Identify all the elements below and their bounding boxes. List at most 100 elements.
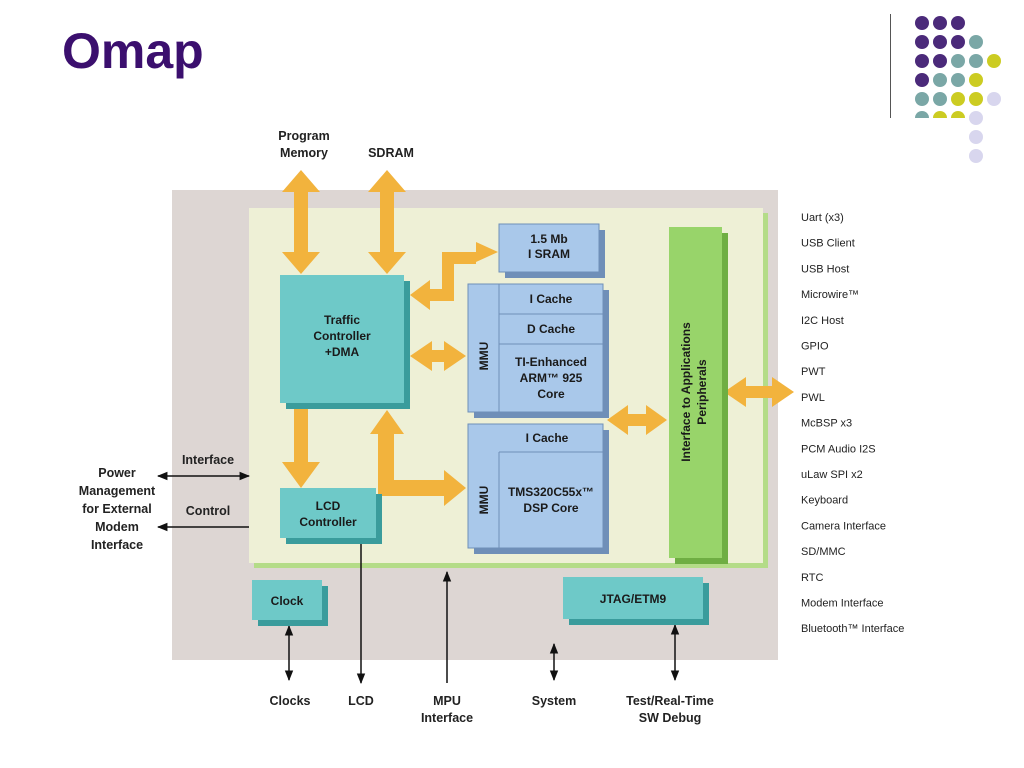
dsp-block: [467, 423, 604, 549]
dot: [969, 92, 983, 106]
dsp-core-label-2: DSP Core: [523, 501, 578, 515]
dot: [987, 54, 1001, 68]
mpu-mmu-label: MMU: [477, 342, 491, 371]
peripheral-interface-label-2: Peripherals: [695, 359, 709, 425]
dsp-mmu-label: MMU: [477, 486, 491, 515]
lcd-label-1: LCD: [316, 499, 341, 513]
peripheral-item: RTC: [801, 572, 823, 584]
peripheral-item: GPIO: [801, 341, 829, 353]
dot: [933, 16, 947, 30]
power-label-1: Power: [98, 466, 136, 480]
peripheral-item: Microwire™: [801, 289, 859, 301]
sram-arrow: [410, 242, 498, 310]
traffic-to-lcd-arrow: [282, 405, 320, 488]
arm-core-label-2: ARM™ 925: [520, 371, 583, 385]
arm-core-label-3: Core: [537, 387, 565, 401]
dot: [933, 35, 947, 49]
peripheral-item: McBSP x3: [801, 418, 852, 430]
dot: [915, 16, 929, 30]
clock-label: Clock: [271, 594, 304, 608]
peripheral-item: Uart (x3): [801, 212, 844, 224]
mpu-dcache-label: D Cache: [527, 322, 575, 336]
dot: [951, 16, 965, 30]
peripheral-interface-label-1: Interface to Applications: [679, 322, 693, 462]
dot: [933, 92, 947, 106]
program-memory-label-2: Memory: [280, 146, 328, 160]
system-label: System: [532, 694, 576, 708]
mpu-icache-label: I Cache: [530, 292, 573, 306]
sram-label-1: 1.5 Mb: [530, 232, 567, 246]
peripheral-item: uLaw SPI x2: [801, 469, 863, 481]
peripheral-item: PCM Audio I2S: [801, 443, 876, 455]
dsp-core-label-1: TMS320C55x™: [508, 485, 594, 499]
arm-core-label-1: TI-Enhanced: [515, 355, 587, 369]
dot: [951, 35, 965, 49]
peripheral-item: USB Host: [801, 263, 849, 275]
jtag-block: [563, 577, 703, 619]
peripheral-item: USB Client: [801, 238, 855, 250]
dot: [951, 54, 965, 68]
dot: [969, 111, 983, 125]
peripheral-item: PWT: [801, 366, 826, 378]
core-peripheral-arrow: [607, 405, 667, 435]
peripheral-item: Bluetooth™ Interface: [801, 623, 904, 635]
peripheral-item: Keyboard: [801, 495, 848, 507]
power-label-3: for External: [82, 502, 151, 516]
peripheral-interface-block: [669, 227, 722, 558]
sdram-label: SDRAM: [368, 146, 414, 160]
mpu-label-2: Interface: [421, 711, 473, 725]
program-memory-label-1: Program: [278, 129, 329, 143]
mpu-block: [467, 283, 604, 413]
sdram-arrow: [368, 170, 406, 274]
dot-grid-mask: [905, 118, 965, 126]
mpu-label-1: MPU: [433, 694, 461, 708]
debug-label-1: Test/Real-Time: [626, 694, 714, 708]
power-label-2: Management: [79, 484, 156, 498]
traffic-mpu-arrow: [410, 341, 466, 371]
lcd-out-label: LCD: [348, 694, 374, 708]
dot: [969, 35, 983, 49]
dsp-icache-label: I Cache: [526, 431, 569, 445]
dot: [933, 73, 947, 87]
jtag-label: JTAG/ETM9: [600, 592, 667, 606]
dot: [987, 92, 1001, 106]
dot: [951, 73, 965, 87]
clock-block: [252, 580, 322, 620]
peripheral-item: Camera Interface: [801, 520, 886, 532]
peripheral-external-arrow: [724, 377, 794, 407]
power-label-4: Modem: [95, 520, 139, 534]
traffic-label-1: Traffic: [324, 313, 360, 327]
dot: [933, 54, 947, 68]
dot: [915, 35, 929, 49]
power-label-5: Interface: [91, 538, 143, 552]
clocks-label: Clocks: [270, 694, 311, 708]
dot: [915, 73, 929, 87]
dot: [969, 130, 983, 144]
program-memory-arrow: [282, 170, 320, 274]
dot: [969, 54, 983, 68]
dot: [915, 92, 929, 106]
dot: [915, 54, 929, 68]
data-path-arrows: [282, 170, 794, 506]
peripheral-item: I2C Host: [801, 315, 844, 327]
dot: [969, 73, 983, 87]
traffic-label-3: +DMA: [325, 345, 360, 359]
title-divider: [890, 14, 891, 118]
traffic-controller-block: [280, 275, 404, 403]
lcd-controller-block: [280, 488, 376, 538]
traffic-label-2: Controller: [313, 329, 371, 343]
sram-label-2: I SRAM: [528, 247, 570, 261]
dot: [951, 92, 965, 106]
dot: [969, 149, 983, 163]
lcd-label-2: Controller: [299, 515, 357, 529]
debug-label-2: SW Debug: [639, 711, 702, 725]
slide-title: Omap: [62, 23, 204, 79]
peripheral-item: Modem Interface: [801, 598, 884, 610]
traffic-dsp-arrow: [370, 410, 466, 506]
peripheral-item: PWL: [801, 392, 825, 404]
peripheral-item: SD/MMC: [801, 546, 846, 558]
interface-label: Interface: [182, 453, 234, 467]
control-label: Control: [186, 504, 230, 518]
